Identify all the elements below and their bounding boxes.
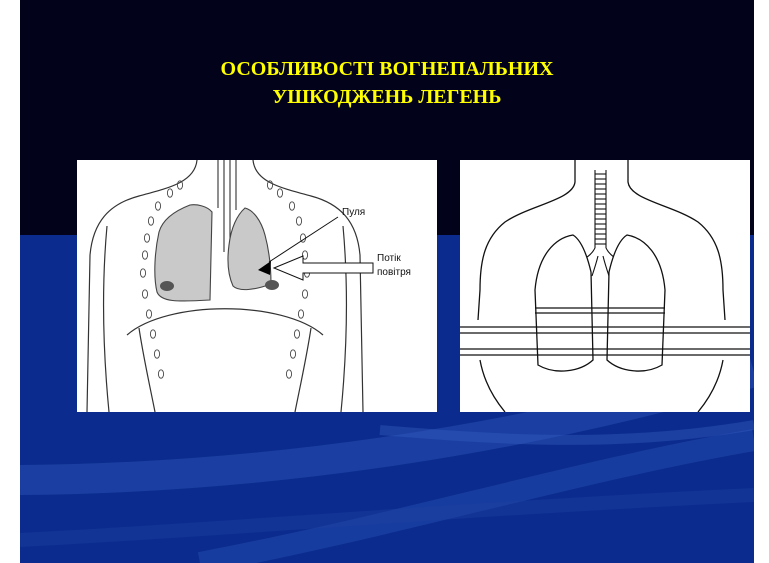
slide-title: ОСОБЛИВОСТІ ВОГНЕПАЛЬНИХ УШКОДЖЕНЬ ЛЕГЕН… — [20, 55, 754, 111]
rib-marker — [290, 350, 295, 358]
rib-marker — [142, 290, 147, 298]
chest-diagram-left: Пуля Потік повітря — [77, 160, 437, 412]
rib-marker — [154, 350, 159, 358]
right-lesion-spot — [265, 280, 279, 290]
rib-marker — [155, 202, 160, 210]
rib-marker — [148, 217, 153, 225]
rib-marker — [146, 310, 151, 318]
rib-marker — [298, 310, 303, 318]
rib-marker — [296, 217, 301, 225]
body-outline — [87, 160, 363, 412]
rib-marker — [158, 370, 163, 378]
transfixing-rod-middle — [460, 327, 750, 333]
rib-marker — [277, 189, 282, 197]
rib-marker — [289, 202, 294, 210]
rib-marker — [140, 269, 145, 277]
rib-marker — [144, 234, 149, 242]
figure-bullet-airflow: Пуля Потік повітря — [77, 160, 437, 412]
label-bullet: Пуля — [342, 207, 365, 218]
body-outline — [478, 160, 725, 412]
left-lesion-spot — [160, 281, 174, 291]
transfixing-rod-lower — [460, 349, 750, 355]
slide: ОСОБЛИВОСТІ ВОГНЕПАЛЬНИХ УШКОДЖЕНЬ ЛЕГЕН… — [20, 0, 754, 563]
rib-marker — [294, 330, 299, 338]
rib-marker — [302, 290, 307, 298]
airflow-arrow — [274, 256, 373, 280]
label-airflow-line-1: Потік — [377, 253, 401, 264]
bullet-pointer-line — [269, 217, 338, 262]
chest-diagram-right — [460, 160, 750, 412]
right-lung — [228, 208, 271, 290]
right-lung — [607, 235, 665, 371]
slide-title-line-1: ОСОБЛИВОСТІ ВОГНЕПАЛЬНИХ — [20, 55, 754, 83]
rib-marker — [150, 330, 155, 338]
rib-marker — [286, 370, 291, 378]
slide-title-line-2: УШКОДЖЕНЬ ЛЕГЕНЬ — [20, 83, 754, 111]
rib-marker — [142, 251, 147, 259]
label-airflow-line-2: повітря — [377, 267, 411, 278]
left-lung — [535, 235, 593, 371]
rib-marker — [167, 189, 172, 197]
figure-chest-rods — [460, 160, 750, 412]
